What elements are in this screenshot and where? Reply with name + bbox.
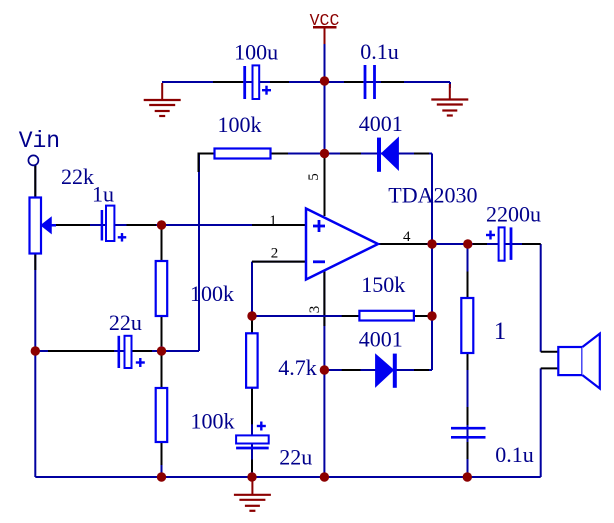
svg-text:4001: 4001: [359, 327, 403, 352]
svg-text:1u: 1u: [92, 182, 114, 207]
svg-text:1: 1: [494, 318, 507, 345]
svg-text:100k: 100k: [191, 409, 235, 434]
svg-text:1: 1: [269, 213, 277, 229]
svg-text:5: 5: [306, 173, 322, 181]
svg-text:150k: 150k: [361, 272, 405, 297]
svg-text:4.7k: 4.7k: [278, 355, 317, 380]
svg-text:100k: 100k: [218, 112, 262, 137]
svg-text:100u: 100u: [234, 40, 278, 65]
svg-text:2: 2: [271, 246, 279, 262]
svg-text:0.1u: 0.1u: [495, 442, 534, 467]
svg-text:Vin: Vin: [19, 128, 60, 154]
svg-text:VCC: VCC: [310, 11, 340, 30]
svg-text:4001: 4001: [359, 111, 403, 136]
svg-text:22u: 22u: [109, 310, 142, 335]
svg-text:22u: 22u: [279, 445, 312, 470]
svg-text:4: 4: [403, 229, 411, 245]
svg-text:TDA2030: TDA2030: [388, 183, 477, 208]
svg-text:3: 3: [307, 306, 323, 314]
svg-text:0.1u: 0.1u: [360, 39, 399, 64]
svg-text:100k: 100k: [190, 281, 234, 306]
svg-text:2200u: 2200u: [486, 202, 541, 227]
svg-text:22k: 22k: [61, 164, 94, 189]
